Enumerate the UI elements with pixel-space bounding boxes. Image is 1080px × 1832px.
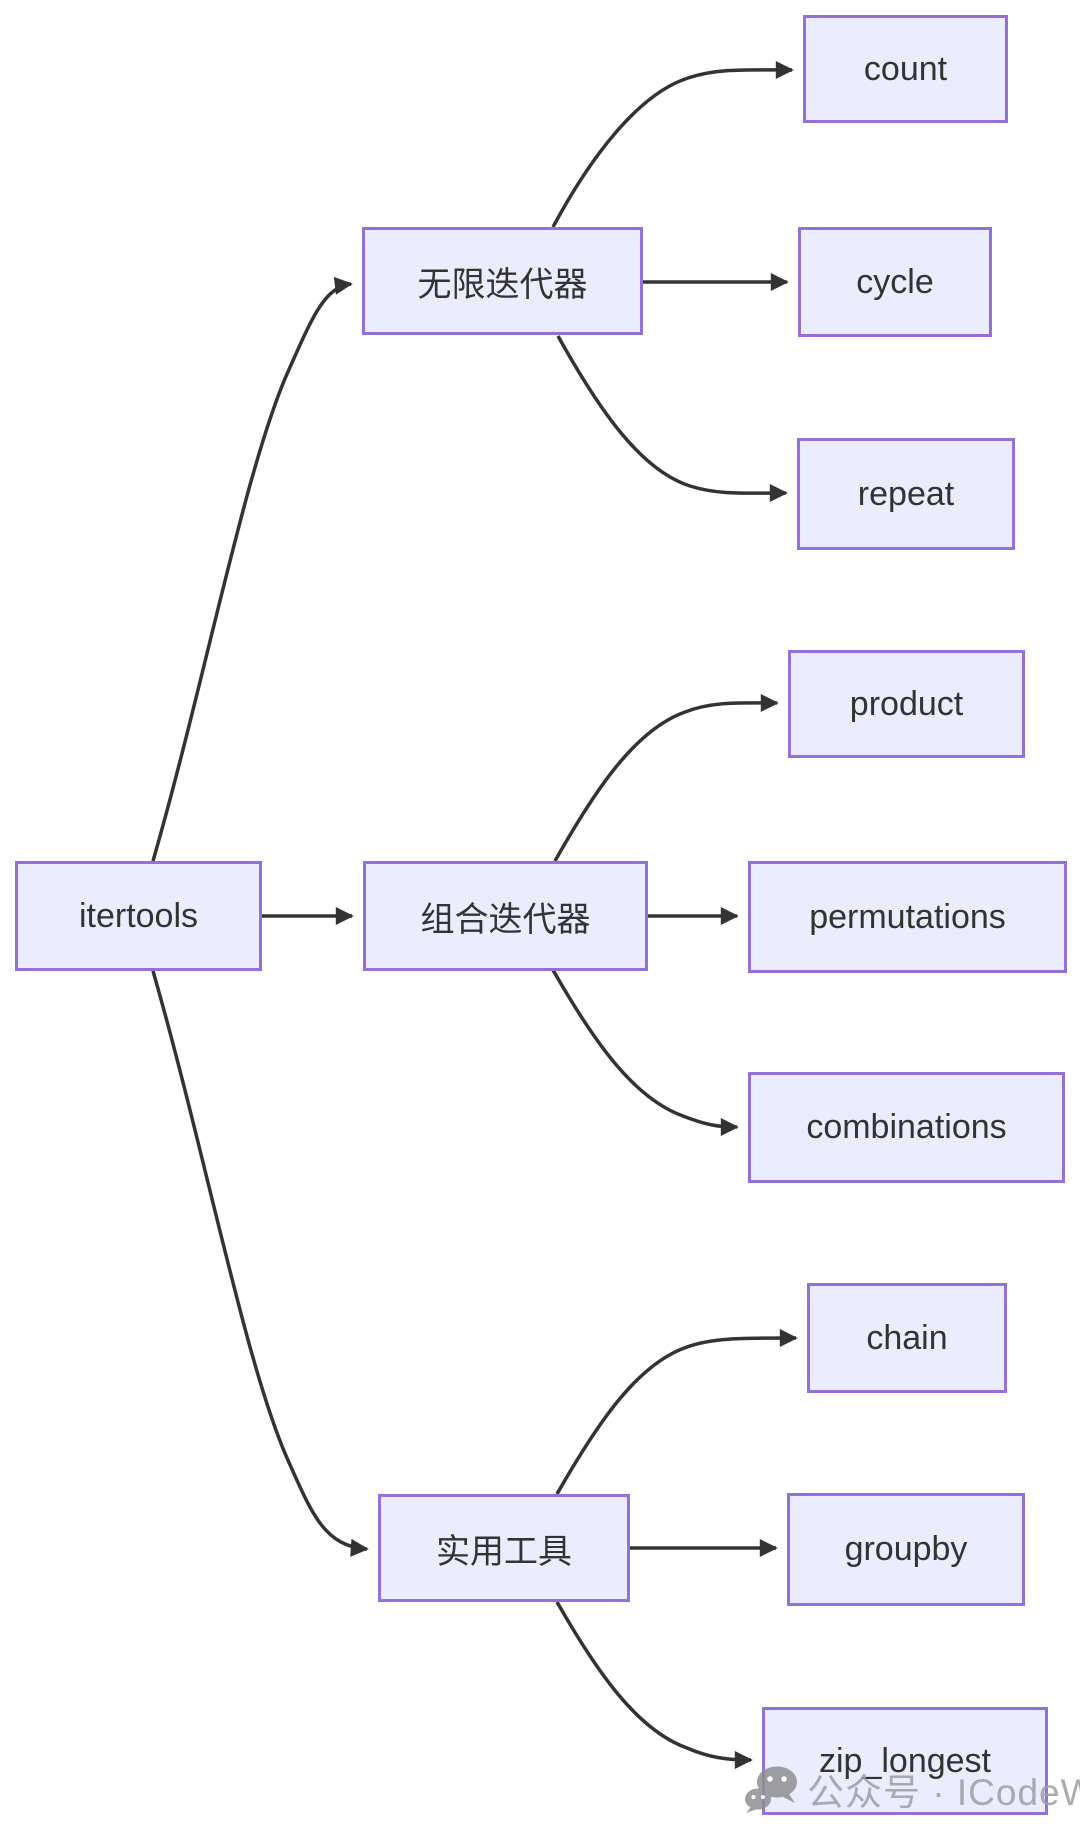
node-zip-longest-label: zip_longest	[818, 1741, 991, 1780]
node-permutations: permutations	[748, 861, 1067, 973]
edge-utility-ziplongest	[555, 1601, 753, 1769]
node-repeat-label: repeat	[857, 474, 955, 513]
node-combinatoric-iterators-label: 组合迭代器	[420, 900, 591, 939]
node-combinations: combinations	[748, 1072, 1065, 1183]
edge-itertools-infinite	[151, 276, 353, 862]
node-chain: chain	[807, 1283, 1007, 1393]
node-product-label: product	[849, 684, 964, 723]
edge-combinatoric-combinations	[551, 969, 739, 1136]
node-count: count	[803, 15, 1008, 123]
node-utility-tools-label: 实用工具	[436, 1532, 572, 1571]
node-infinite-iterators-label: 无限迭代器	[417, 265, 588, 304]
watermark: 公众号 · ICodeWR	[744, 1762, 1080, 1816]
watermark-text: 公众号 · ICodeWR	[807, 1772, 1080, 1813]
node-chain-label: chain	[866, 1318, 948, 1357]
node-groupby: groupby	[787, 1493, 1025, 1606]
edge-combinatoric-product	[553, 693, 779, 862]
node-combinatoric-iterators: 组合迭代器	[363, 861, 648, 971]
node-cycle: cycle	[798, 227, 992, 337]
node-groupby-label: groupby	[844, 1530, 968, 1568]
edge-utility-chain	[555, 1329, 798, 1495]
edge-itertools-utility	[151, 970, 369, 1557]
node-itertools-label: itertools	[78, 896, 199, 935]
node-combinations-label: combinations	[806, 1108, 1007, 1146]
node-count-label: count	[863, 49, 948, 88]
node-infinite-iterators: 无限迭代器	[362, 227, 643, 335]
node-repeat: repeat	[797, 438, 1015, 550]
edge-infinite-repeat	[556, 335, 788, 503]
wechat-icon	[745, 1766, 797, 1813]
node-cycle-label: cycle	[856, 262, 934, 301]
node-product: product	[788, 650, 1025, 758]
node-utility-tools: 实用工具	[378, 1494, 630, 1602]
node-itertools: itertools	[15, 861, 262, 971]
node-zip-longest: zip_longest	[762, 1707, 1048, 1815]
node-permutations-label: permutations	[809, 897, 1006, 936]
edge-infinite-count	[551, 60, 794, 228]
